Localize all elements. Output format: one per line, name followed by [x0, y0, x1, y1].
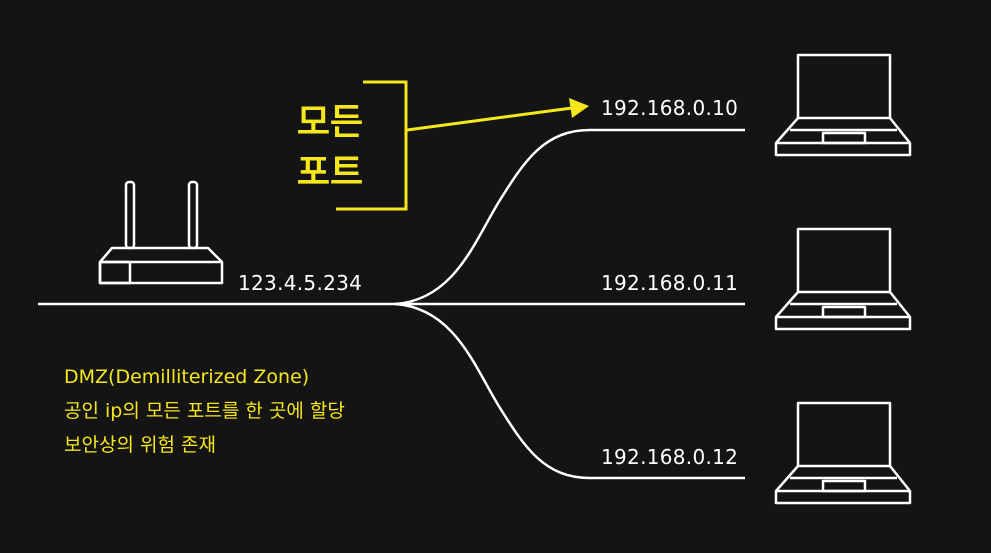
dmz-notes: DMZ(Demilliterized Zone) 공인 ip의 모든 포트를 한…	[64, 360, 345, 462]
note-line: 공인 ip의 모든 포트를 한 곳에 할당	[64, 400, 345, 422]
all-ports-line: 모든	[296, 102, 364, 143]
router-icon	[98, 180, 224, 285]
ports-bracket	[336, 80, 408, 211]
note-line: DMZ(Demilliterized Zone)	[64, 366, 310, 388]
lan-ip-label: 192.168.0.12	[601, 445, 739, 469]
branch-line-bottom	[394, 302, 745, 480]
note-line: 보안상의 위험 존재	[64, 434, 216, 456]
laptop-icon	[774, 401, 912, 505]
arrow-icon	[406, 98, 589, 132]
all-ports-line: 포트	[296, 152, 364, 193]
branch-line-top	[394, 128, 745, 306]
laptop-icon	[774, 227, 912, 331]
laptop-icon	[774, 53, 912, 157]
wan-ip-label: 123.4.5.234	[238, 271, 363, 295]
all-ports-label: 모든 포트	[290, 98, 370, 198]
lan-ip-label: 192.168.0.11	[601, 271, 739, 295]
lan-ip-label: 192.168.0.10	[601, 96, 739, 120]
